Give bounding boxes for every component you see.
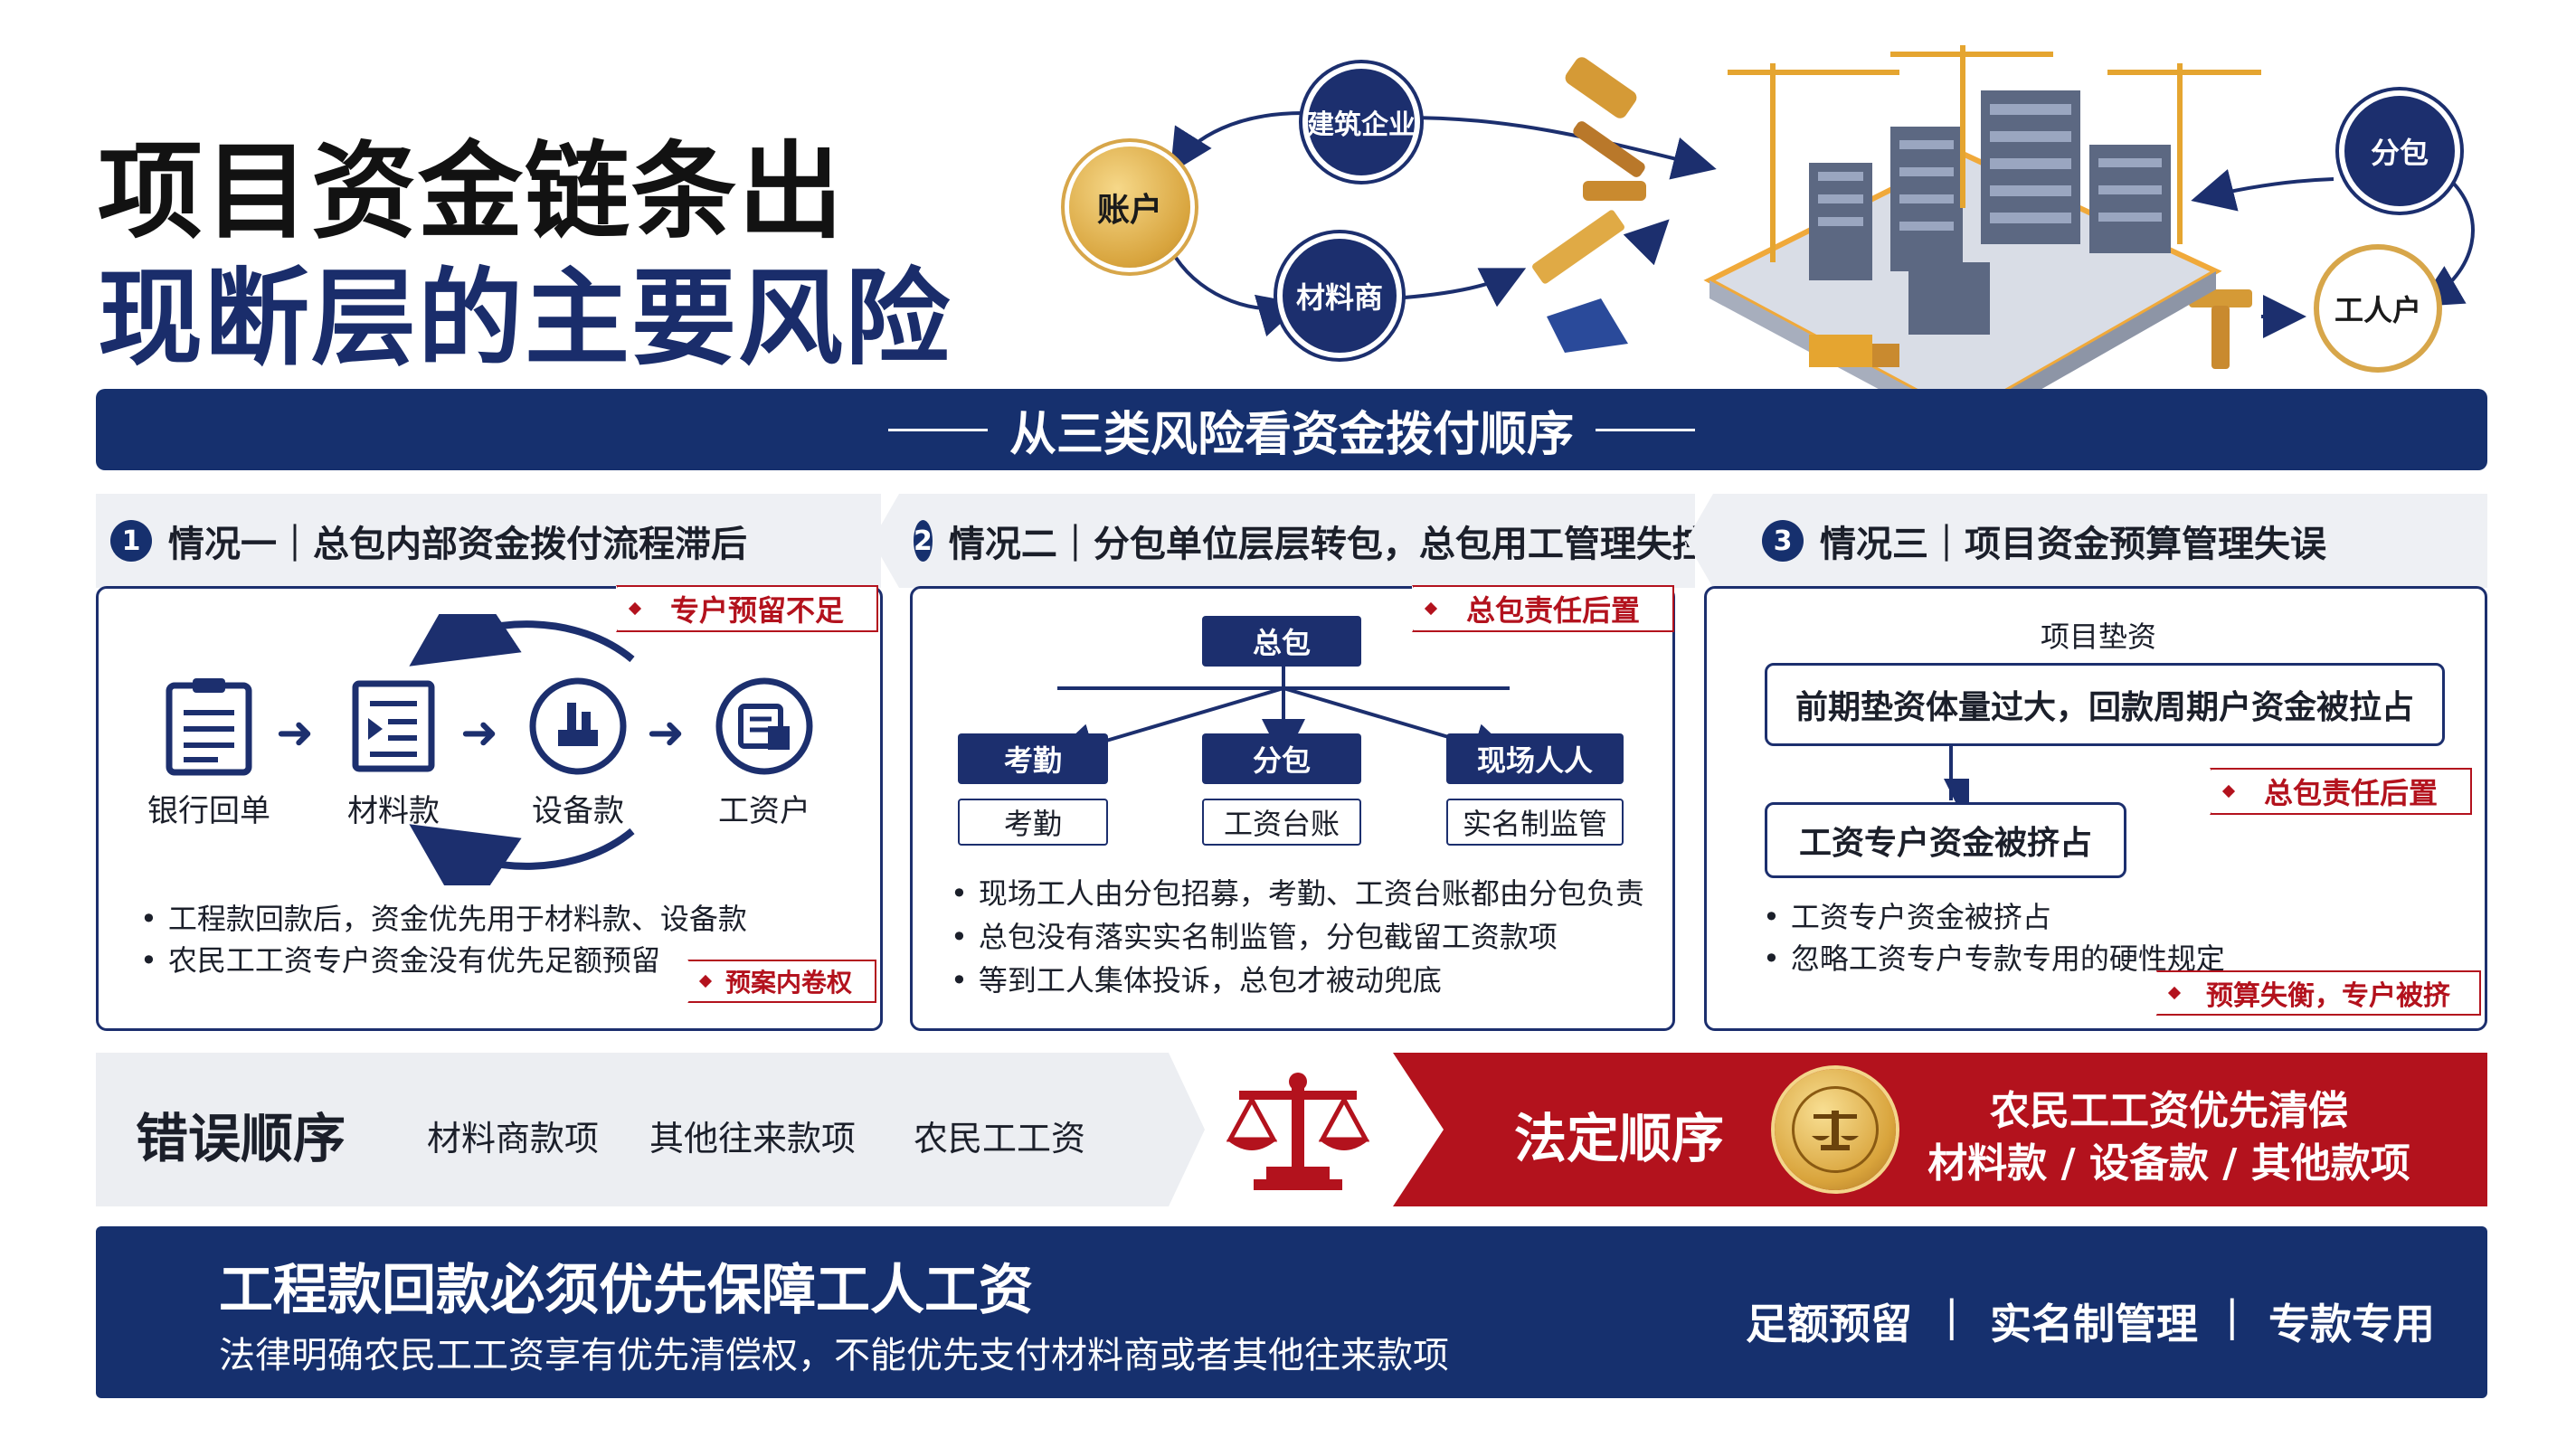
case-2-number: 2 bbox=[914, 520, 933, 562]
bottom-item-realname: 实名制管理 bbox=[1990, 1300, 2198, 1348]
banner-line-left bbox=[887, 428, 988, 431]
case-3-box-prefund: 前期垫资体量过大，回款周期户资金被拉占 bbox=[1765, 663, 2445, 746]
icon-label-equipment: 设备款 bbox=[532, 793, 624, 829]
legal-order-line2: 材料款 / 设备款 / 其他款项 bbox=[1927, 1140, 2410, 1187]
section-banner: 从三类风险看资金拨付顺序 bbox=[96, 389, 2487, 470]
equipment-icon bbox=[527, 676, 629, 777]
arrow-supplier-site bbox=[1392, 268, 1527, 307]
panel-case-3: 项目垫资 前期垫资体量过大，回款周期户资金被拉占 工资专户资金被挤占 总包责任后… bbox=[1704, 586, 2487, 1031]
bottom-item-dedicated: 专款专用 bbox=[2268, 1300, 2435, 1348]
legal-seal-icon bbox=[1775, 1069, 1896, 1190]
flow-node-builder: 建筑企业 bbox=[1302, 63, 1420, 181]
case-2-bullet: 等到工人集体投诉，总包才被动兜底 bbox=[951, 960, 1442, 1001]
cycle-arrows-icon bbox=[409, 614, 635, 885]
tag-dot-icon bbox=[2221, 784, 2236, 799]
case-3-bullet: 工资专户资金被挤占 bbox=[1763, 896, 2051, 938]
icon-label-wage: 工资户 bbox=[718, 793, 810, 829]
bottom-separator: | bbox=[2225, 1291, 2240, 1340]
org-node-attendance: 考勤 bbox=[958, 733, 1108, 784]
arrow-down-icon bbox=[1944, 746, 1969, 809]
panel-case-1: 专户预留不足 银行回单 ➜ 材料款 ➜ 设备款 ➜ 工资户 工程款回款后，资金优… bbox=[96, 585, 883, 1031]
case-1-tag: 专户预留不足 bbox=[616, 585, 878, 632]
legal-order-line1: 农民工工资优先清偿 bbox=[1990, 1088, 2348, 1134]
flow-node-subcontract: 分包 bbox=[2339, 90, 2460, 212]
scales-icon bbox=[1226, 1073, 1370, 1190]
legal-order-label: 法定顺序 bbox=[1514, 1108, 1725, 1169]
bottom-item-reserve: 足额预留 bbox=[1746, 1300, 1912, 1348]
flow-diagram bbox=[1170, 45, 2475, 434]
wrong-order-bar bbox=[96, 1053, 1205, 1206]
flow-node-account: 账户 bbox=[1069, 147, 1190, 268]
flow-node-supplier: 材料商 bbox=[1277, 233, 1402, 358]
icon-label-bank: 银行回单 bbox=[147, 793, 270, 829]
tag-dot-icon bbox=[628, 601, 642, 616]
case-3-title: 情况三｜项目资金预算管理失误 bbox=[1820, 524, 2326, 565]
arrow-right-icon: ➜ bbox=[276, 706, 314, 759]
case-3-label: 项目垫资 bbox=[2040, 619, 2156, 654]
wrong-order-item: 其他往来款项 bbox=[649, 1119, 857, 1159]
arrow-site bbox=[1623, 219, 1670, 266]
case-3-tag-text: 总包责任后置 bbox=[2263, 776, 2438, 810]
bottom-summary bbox=[96, 1226, 2487, 1398]
legal-order-bar bbox=[1393, 1053, 2487, 1206]
case-1-title: 情况一｜总包内部资金拨付流程滞后 bbox=[168, 524, 747, 565]
banner-line-right bbox=[1596, 428, 1695, 431]
arrow-right-icon: ➜ bbox=[460, 706, 498, 759]
tool-icon bbox=[2189, 289, 2252, 369]
bottom-subtext: 法律明确农民工工资享有优先清偿权，不能优先支付材料商或者其他往来款项 bbox=[219, 1335, 1449, 1376]
case-2-bullet: 现场工人由分包招募，考勤、工资台账都由分包负责 bbox=[951, 873, 1644, 914]
org-leaf-attendance: 考勤 bbox=[958, 799, 1108, 846]
tag-dot-icon bbox=[1424, 601, 1438, 616]
material-doc-icon bbox=[343, 676, 444, 777]
banner-title: 从三类风险看资金拨付顺序 bbox=[1009, 407, 1574, 462]
wrong-order-item: 材料商款项 bbox=[427, 1119, 600, 1159]
pencil-icon bbox=[1532, 210, 1628, 353]
arrow-sub-site bbox=[2191, 169, 2334, 212]
case-1-number: 1 bbox=[110, 520, 152, 562]
tag-dot-icon bbox=[698, 974, 713, 988]
arrow-right-icon: ➜ bbox=[647, 706, 685, 759]
wrong-order-item: 农民工工资 bbox=[914, 1119, 1086, 1159]
org-node-site-workers: 现场人人 bbox=[1446, 733, 1624, 784]
org-leaf-wage-ledger: 工资台账 bbox=[1202, 799, 1361, 846]
construction-site-illustration bbox=[1703, 45, 2261, 434]
case-3-tag2: 预算失衡，专户被挤 bbox=[2155, 970, 2481, 1016]
org-node-subcontract: 分包 bbox=[1202, 733, 1361, 784]
case-3-tag2-text: 预算失衡，专户被挤 bbox=[2206, 980, 2450, 1012]
case-3-number: 3 bbox=[1762, 520, 1804, 562]
tab-case-3: 3 情况三｜项目资金预算管理失误 bbox=[1686, 494, 2487, 588]
case-2-tag: 总包责任后置 bbox=[1412, 585, 1674, 632]
org-leaf-realname: 实名制监管 bbox=[1446, 799, 1624, 846]
gavel-icon bbox=[1565, 57, 1646, 201]
case-2-title: 情况二｜分包单位层层转包，总包用工管理失控 bbox=[948, 524, 1709, 565]
wage-account-icon bbox=[714, 676, 815, 777]
case-2-bullet: 总包没有落实实名制监管，分包截留工资款项 bbox=[951, 916, 1558, 958]
case-1-tag2-text: 预案内卷权 bbox=[724, 968, 852, 998]
arrow-builder-account bbox=[1170, 111, 1303, 174]
bottom-separator: | bbox=[1945, 1291, 1959, 1340]
case-1-tag-text: 专户预留不足 bbox=[669, 593, 844, 628]
icon-label-material: 材料款 bbox=[347, 793, 440, 829]
case-3-tag: 总包责任后置 bbox=[2210, 768, 2472, 815]
case-1-tag2: 预案内卷权 bbox=[687, 960, 876, 1003]
case-3-box-squeezed: 工资专户资金被挤占 bbox=[1765, 802, 2126, 878]
case-1-bullet: 工程款回款后，资金优先用于材料款、设备款 bbox=[140, 898, 747, 940]
flow-node-worker: 工人户 bbox=[2314, 244, 2442, 373]
arrow-builder-site bbox=[1401, 116, 1717, 180]
tab-case-2: 2 情况二｜分包单位层层转包，总包用工管理失控 bbox=[872, 494, 1695, 588]
case-3-bullet: 忽略工资专户专款专用的硬性规定 bbox=[1763, 938, 2225, 979]
arrow-sub-worker bbox=[2418, 179, 2475, 307]
tag-dot-icon bbox=[2167, 986, 2182, 1000]
page-title-line2: 现断层的主要风险 bbox=[98, 258, 952, 380]
panel-case-2: 总包责任后置 总包 考勤 分包 现场人人 考勤 工资台账 实名制监管 现场工人由… bbox=[910, 585, 1675, 1031]
tab-case-1: 1 情况一｜总包内部资金拨付流程滞后 bbox=[96, 494, 881, 588]
case-1-bullet: 农民工工资专户资金没有优先足额预留 bbox=[140, 940, 660, 981]
page-title-line1: 项目资金链条出 bbox=[98, 131, 845, 253]
case-2-tag-text: 总包责任后置 bbox=[1465, 593, 1640, 628]
bank-receipt-icon bbox=[158, 676, 260, 777]
org-node-top: 总包 bbox=[1202, 616, 1361, 667]
wrong-order-label: 错误顺序 bbox=[136, 1108, 346, 1169]
bottom-headline: 工程款回款必须优先保障工人工资 bbox=[219, 1259, 1033, 1322]
